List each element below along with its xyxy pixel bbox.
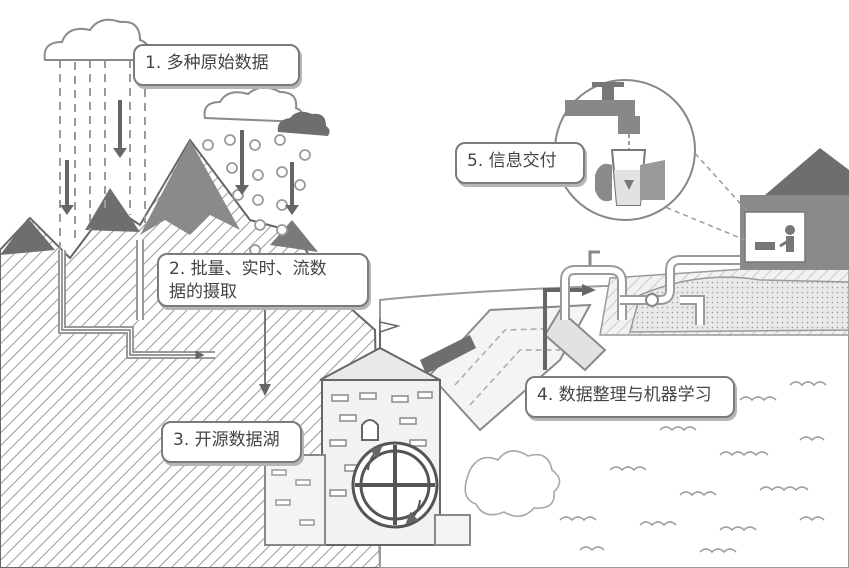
water-foam [464, 450, 561, 517]
hail [202, 134, 311, 256]
ingestion-pipes [58, 240, 271, 396]
cloud-left [43, 18, 152, 61]
step-1-label: 1. 多种原始数据 [133, 44, 300, 86]
faucet-zoom [554, 79, 749, 241]
rain-arrows [65, 100, 294, 205]
house [740, 148, 849, 270]
step-2-label: 2. 批量、实时、流数 据的摄取 [157, 253, 369, 307]
step-4-label: 4. 数据整理与机器学习 [525, 376, 735, 418]
cloud-right-dark [277, 111, 330, 136]
step-2-label-line1: 2. 批量、实时、流数 [169, 259, 327, 279]
lake-waves [559, 381, 827, 554]
step-5-label: 5. 信息交付 [455, 142, 585, 184]
step-2-label-line2: 据的摄取 [169, 282, 237, 302]
cloud-right-light [203, 86, 305, 124]
water-flume [420, 303, 607, 432]
delivery-pipes [543, 250, 740, 370]
rain-arrowheads [60, 148, 299, 215]
rain [59, 60, 146, 250]
water-mill [264, 321, 471, 546]
mountains [0, 140, 318, 255]
step-3-label: 3. 开源数据湖 [161, 421, 302, 463]
